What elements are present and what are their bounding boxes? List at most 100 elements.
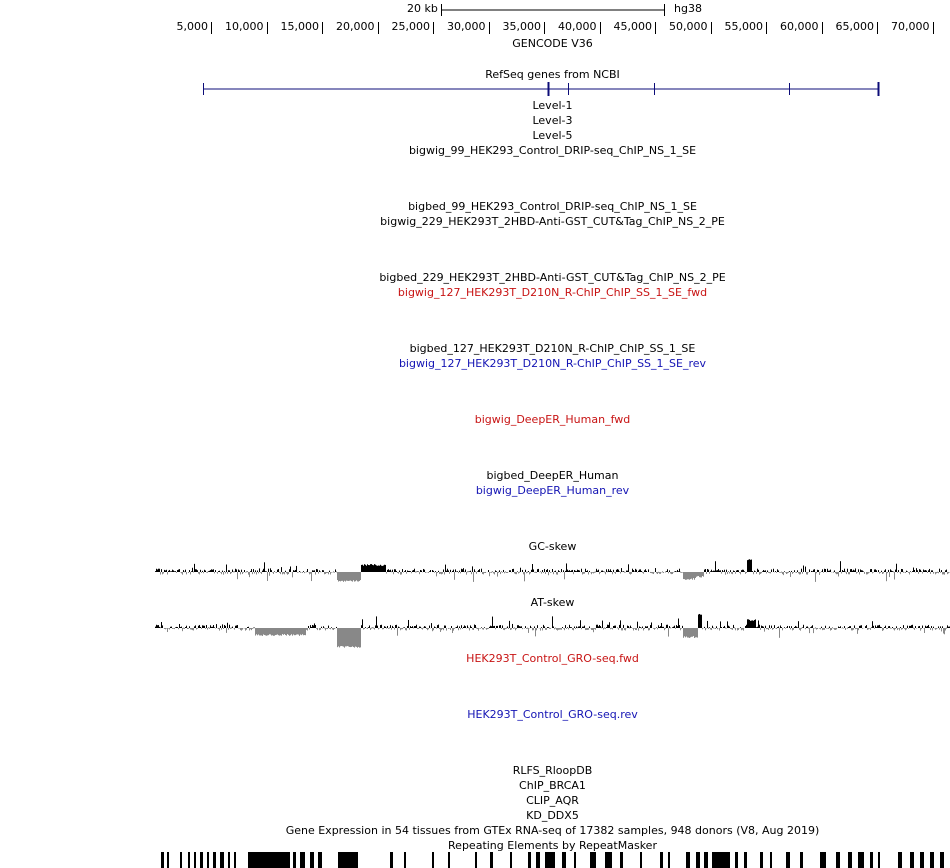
- signal-bar: [564, 572, 565, 580]
- signal-bar: [279, 571, 280, 573]
- signal-bar: [203, 572, 204, 574]
- signal-bar: [906, 570, 907, 572]
- track-label-gro-fwd[interactable]: HEK293T_Control_GRO-seq.fwd: [466, 652, 639, 665]
- signal-bar: [735, 628, 736, 631]
- signal-bar: [340, 572, 341, 582]
- track-label-at-skew[interactable]: AT-skew: [530, 596, 575, 609]
- signal-bar: [643, 628, 644, 631]
- signal-bar: [481, 568, 482, 572]
- signal-bar: [417, 628, 418, 630]
- signal-bar: [890, 569, 891, 572]
- signal-bar: [728, 571, 729, 572]
- signal-bar: [749, 619, 750, 628]
- signal-bar: [638, 628, 639, 631]
- signal-bar: [249, 572, 250, 578]
- signal-bar: [372, 627, 373, 629]
- track-label-bigwig-127-fwd[interactable]: bigwig_127_HEK293T_D210N_R-ChIP_ChIP_SS_…: [397, 286, 708, 299]
- signal-bar: [196, 569, 197, 572]
- signal-bar: [924, 628, 925, 634]
- track-label-level5[interactable]: Level-5: [532, 129, 573, 142]
- signal-bar: [468, 571, 469, 573]
- track-label-gtex[interactable]: Gene Expression in 54 tissues from GTEx …: [285, 824, 820, 837]
- signal-bar: [716, 570, 717, 572]
- signal-bar: [319, 570, 320, 572]
- track-label-level1[interactable]: Level-1: [532, 99, 573, 112]
- signal-bar: [252, 572, 253, 575]
- track-label-bigwig-127-rev[interactable]: bigwig_127_HEK293T_D210N_R-ChIP_ChIP_SS_…: [398, 357, 707, 370]
- track-label-deeper-rev[interactable]: bigwig_DeepER_Human_rev: [475, 484, 630, 497]
- track-label-deeper-fwd[interactable]: bigwig_DeepER_Human_fwd: [474, 413, 631, 426]
- signal-bar: [834, 570, 835, 572]
- signal-bar: [161, 569, 162, 572]
- signal-bar: [688, 628, 689, 638]
- track-label-brca1[interactable]: ChIP_BRCA1: [519, 779, 586, 792]
- signal-bar: [527, 571, 528, 573]
- signal-bar: [331, 572, 332, 573]
- track-label-ddx5[interactable]: KD_DDX5: [526, 809, 579, 822]
- signal-bar: [614, 625, 615, 628]
- signal-bar: [886, 572, 887, 582]
- signal-bar: [600, 626, 601, 628]
- signal-bar: [681, 572, 682, 573]
- signal-bar: [808, 627, 809, 629]
- signal-bar: [416, 571, 417, 573]
- signal-bar: [397, 628, 398, 636]
- gc-skew-signal[interactable]: [155, 552, 950, 586]
- repeat-element: [696, 852, 700, 868]
- signal-bar: [254, 572, 255, 574]
- signal-bar: [266, 628, 267, 636]
- at-skew-signal[interactable]: [155, 608, 950, 650]
- signal-bar: [377, 625, 378, 628]
- signal-bar: [606, 627, 607, 628]
- signal-bar: [444, 572, 445, 575]
- signal-bar: [853, 628, 854, 630]
- signal-bar: [175, 627, 176, 628]
- signal-bar: [942, 572, 943, 575]
- repeatmasker-blocks[interactable]: [0, 852, 950, 868]
- ruler-tick-mark: [322, 22, 323, 34]
- signal-bar: [824, 568, 825, 572]
- track-label-rmsk[interactable]: Repeating Elements by RepeatMasker: [448, 839, 657, 852]
- track-label-gencode[interactable]: GENCODE V36: [512, 37, 593, 50]
- signal-bar: [257, 570, 258, 572]
- repeat-element: [898, 852, 902, 868]
- signal-bar: [403, 572, 404, 573]
- signal-bar: [695, 628, 696, 638]
- track-label-rlfs[interactable]: RLFS_RloopDB: [512, 764, 593, 777]
- signal-bar: [376, 616, 377, 628]
- track-label-gc-skew[interactable]: GC-skew: [528, 540, 577, 553]
- signal-bar: [255, 570, 256, 572]
- signal-bar: [209, 570, 210, 572]
- repeat-element: [448, 852, 450, 868]
- signal-bar: [782, 628, 783, 631]
- signal-bar: [581, 568, 582, 572]
- track-label-bigwig-229[interactable]: bigwig_229_HEK293T_2HBD-Anti-GST_CUT&Tag…: [380, 215, 725, 228]
- track-label-bigbed-229[interactable]: bigbed_229_HEK293T_2HBD-Anti-GST_CUT&Tag…: [379, 271, 726, 284]
- track-label-bigbed-99[interactable]: bigbed_99_HEK293_Control_DRIP-seq_ChIP_N…: [408, 200, 697, 213]
- track-label-bigwig-99[interactable]: bigwig_99_HEK293_Control_DRIP-seq_ChIP_N…: [408, 144, 697, 157]
- track-label-refseq[interactable]: RefSeq genes from NCBI: [485, 68, 620, 81]
- signal-bar: [926, 570, 927, 572]
- signal-bar: [546, 628, 547, 630]
- track-label-deeper-bigbed[interactable]: bigbed_DeepER_Human: [486, 469, 619, 482]
- signal-bar: [170, 571, 171, 572]
- track-label-level3[interactable]: Level-3: [532, 114, 573, 127]
- track-label-aqr[interactable]: CLIP_AQR: [526, 794, 579, 807]
- refseq-gene-model[interactable]: [0, 80, 950, 98]
- signal-bar: [715, 627, 716, 629]
- signal-bar: [355, 628, 356, 647]
- track-label-gro-rev[interactable]: HEK293T_Control_GRO-seq.rev: [467, 708, 638, 721]
- track-label-bigbed-127[interactable]: bigbed_127_HEK293T_D210N_R-ChIP_ChIP_SS_…: [409, 342, 696, 355]
- signal-bar: [597, 624, 598, 628]
- signal-bar: [461, 625, 462, 628]
- signal-bar: [349, 628, 350, 647]
- signal-bar: [412, 570, 413, 572]
- signal-bar: [887, 628, 888, 629]
- signal-bar: [746, 572, 747, 573]
- signal-bar: [261, 572, 262, 575]
- signal-bar: [247, 571, 248, 573]
- signal-bar: [846, 572, 847, 575]
- signal-bar: [371, 627, 372, 629]
- signal-bar: [708, 569, 709, 572]
- signal-bar: [204, 625, 205, 628]
